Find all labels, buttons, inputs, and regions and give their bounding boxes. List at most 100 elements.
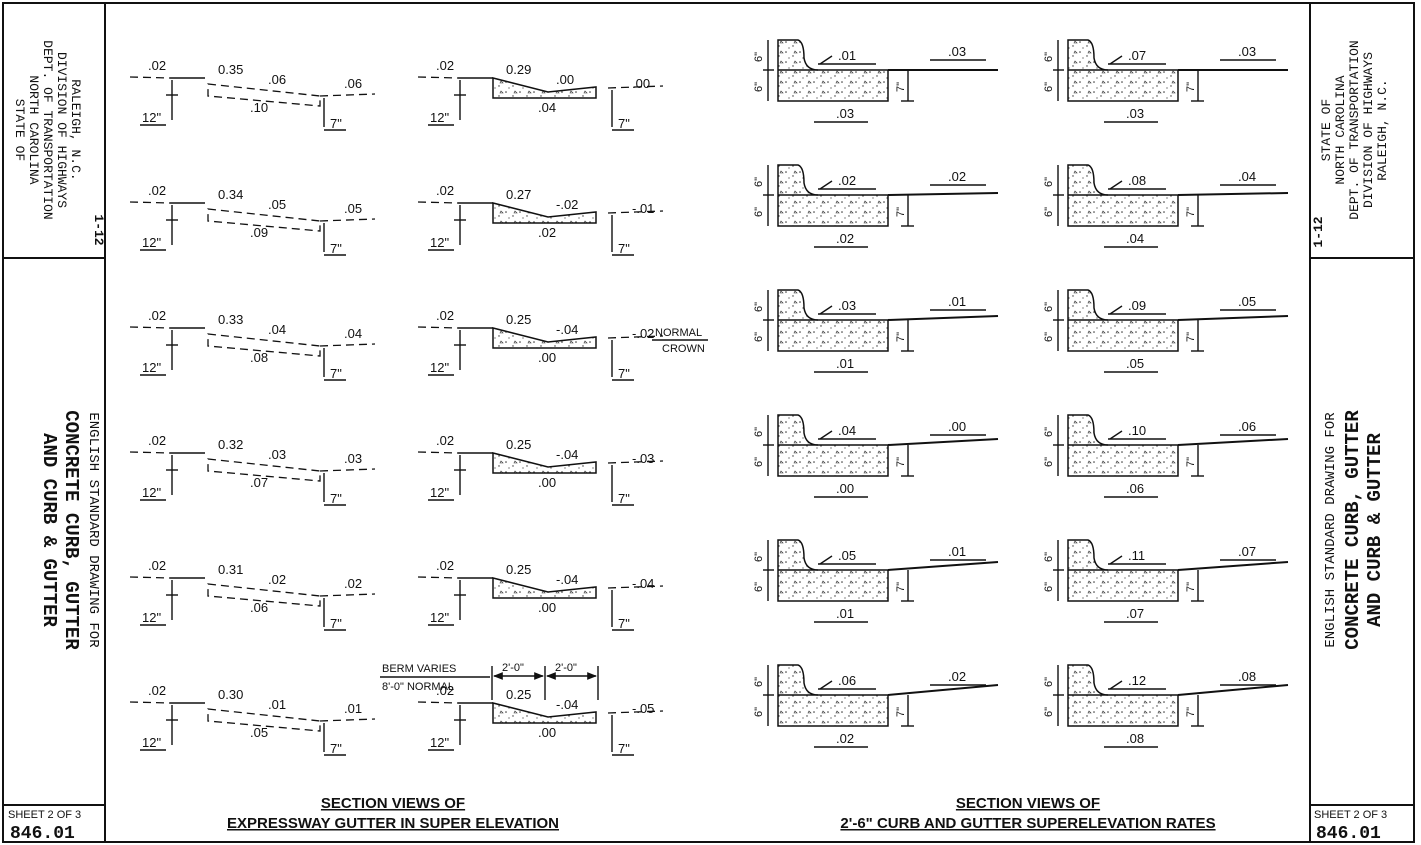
curb-gutter-column-1: 6"6"7".01.03.036"6"7".02.02.026"6"7".03.… bbox=[753, 39, 999, 748]
depth-7-label: 7" bbox=[618, 616, 630, 631]
roadway-line bbox=[1177, 438, 1289, 446]
shoulder-line bbox=[417, 701, 459, 704]
road-slope-label: .06 bbox=[1238, 419, 1256, 434]
top-slope-label: .12 bbox=[1128, 673, 1146, 688]
right-sheet-number: 846.01 bbox=[1316, 824, 1381, 844]
depth-7-label: 7" bbox=[618, 116, 630, 131]
roadway-line bbox=[607, 210, 664, 214]
left-drawing-title-2: AND CURB & GUTTER bbox=[38, 433, 60, 627]
top-slope-label: -.04 bbox=[556, 572, 578, 587]
top-slope-label: .10 bbox=[1128, 423, 1146, 438]
lip-slope-label: .02 bbox=[436, 558, 454, 573]
left-sheet: SHEET 2 OF 3 bbox=[8, 809, 81, 821]
roadway-line bbox=[319, 343, 376, 347]
top-slope-mark bbox=[1109, 555, 1123, 565]
roadway-line bbox=[887, 315, 999, 321]
depth-12-label: 12" bbox=[142, 110, 161, 125]
roadway-line bbox=[607, 710, 664, 714]
shoulder-line bbox=[129, 201, 171, 204]
expressway-gutter-column-2: .0212"7"0.29.00.04.00.0212"7"0.27-.02.02… bbox=[417, 58, 664, 756]
curb-dim-6-bottom: 6" bbox=[1043, 707, 1055, 717]
top-slope-label: .02 bbox=[268, 572, 286, 587]
curb-gutter-section: 6"6"7".04.00.00 bbox=[753, 414, 999, 498]
right-drawing-title-2: AND CURB & GUTTER bbox=[1364, 432, 1386, 626]
curb-dim-6-top: 6" bbox=[753, 677, 765, 687]
right-drawing-type: ENGLISH STANDARD DRAWING FOR bbox=[1323, 412, 1339, 648]
gutter-width-label: 0.27 bbox=[506, 187, 531, 202]
curb-dim-6-top: 6" bbox=[1043, 677, 1055, 687]
roadway-line bbox=[319, 593, 376, 597]
left-state: STATE OF bbox=[12, 99, 27, 161]
depth-12-label: 12" bbox=[430, 235, 449, 250]
bottom-slope-label: .00 bbox=[538, 725, 556, 740]
expressway-heading-1: SECTION VIEWS OF bbox=[321, 795, 465, 812]
normal-crown-label-2: CROWN bbox=[662, 343, 705, 355]
curb-dim-6-bottom: 6" bbox=[753, 582, 765, 592]
shoulder-line bbox=[417, 451, 459, 454]
lip-slope-label: .02 bbox=[148, 183, 166, 198]
roadway-line bbox=[887, 438, 999, 446]
road-slope-label: .02 bbox=[948, 169, 966, 184]
curb-dim-6-bottom: 6" bbox=[753, 332, 765, 342]
top-slope-label: .01 bbox=[838, 48, 856, 63]
top-slope-label: .07 bbox=[1128, 48, 1146, 63]
bottom-slope-label: .07 bbox=[250, 475, 268, 490]
roadway-line bbox=[607, 85, 664, 89]
pave-dim-7: 7" bbox=[895, 707, 907, 717]
expressway-gutter-column-1: .0212"7"0.35.06.10.06.0212"7"0.34.05.09.… bbox=[129, 58, 376, 756]
curb-dim-6-top: 6" bbox=[1043, 427, 1055, 437]
gutter-outline bbox=[207, 208, 321, 232]
road-slope-label: -.04 bbox=[632, 576, 654, 591]
road-slope-label: .08 bbox=[1238, 669, 1256, 684]
left-revision: 1-12 bbox=[91, 214, 106, 245]
curb-gutter-section: 6"6"7".01.03.03 bbox=[753, 39, 998, 123]
road-slope-label: -.02 bbox=[632, 326, 654, 341]
lip-slope-label: .02 bbox=[436, 308, 454, 323]
road-slope-label: .00 bbox=[948, 419, 966, 434]
lip-slope-label: .02 bbox=[148, 433, 166, 448]
top-slope-mark bbox=[1109, 305, 1123, 315]
bottom-slope-label: .10 bbox=[250, 100, 268, 115]
normal-crown-label-1: NORMAL bbox=[655, 327, 702, 339]
gutter-concrete bbox=[492, 577, 597, 599]
bottom-slope-label: .03 bbox=[1126, 106, 1144, 121]
roadway-line bbox=[319, 218, 376, 222]
depth-7-label: 7" bbox=[330, 241, 342, 256]
curb-gutter-section: 6"6"7".11.07.07 bbox=[1043, 539, 1289, 623]
top-slope-mark bbox=[819, 555, 833, 565]
bottom-slope-label: .00 bbox=[538, 600, 556, 615]
berm-dim-2: 2'-0" bbox=[555, 662, 577, 674]
road-slope-label: .02 bbox=[948, 669, 966, 684]
curb-gutter-section: 6"6"7".05.01.01 bbox=[753, 539, 999, 623]
pave-dim-7: 7" bbox=[895, 332, 907, 342]
road-slope-label: .03 bbox=[344, 451, 362, 466]
curb-heading-2: 2'-6" CURB AND GUTTER SUPERELEVATION RAT… bbox=[840, 815, 1215, 832]
top-slope-label: .01 bbox=[268, 697, 286, 712]
top-slope-mark bbox=[1109, 55, 1123, 65]
lip-slope-label: .02 bbox=[148, 58, 166, 73]
curb-gutter-section: 6"6"7".09.05.05 bbox=[1043, 289, 1289, 373]
pave-dim-7: 7" bbox=[1185, 332, 1197, 342]
roadway-line bbox=[319, 718, 376, 722]
shoulder-line bbox=[129, 76, 171, 79]
shoulder-line bbox=[417, 76, 459, 79]
depth-12-label: 12" bbox=[142, 610, 161, 625]
gutter-width-label: 0.34 bbox=[218, 187, 243, 202]
curb-dim-6-top: 6" bbox=[1043, 552, 1055, 562]
shoulder-line bbox=[417, 201, 459, 204]
top-slope-mark bbox=[1109, 180, 1123, 190]
curb-dim-6-bottom: 6" bbox=[1043, 457, 1055, 467]
depth-7-label: 7" bbox=[618, 366, 630, 381]
right-city: RALEIGH, N.C. bbox=[1375, 79, 1390, 180]
curb-dim-6-top: 6" bbox=[753, 552, 765, 562]
depth-12-label: 12" bbox=[142, 360, 161, 375]
left-division: DIVISION OF HIGHWAYS bbox=[54, 52, 69, 208]
curb-dim-6-top: 6" bbox=[753, 52, 765, 62]
road-slope-label: .02 bbox=[344, 576, 362, 591]
shoulder-line bbox=[129, 701, 171, 704]
shoulder-line bbox=[417, 326, 459, 329]
top-slope-mark bbox=[819, 305, 833, 315]
